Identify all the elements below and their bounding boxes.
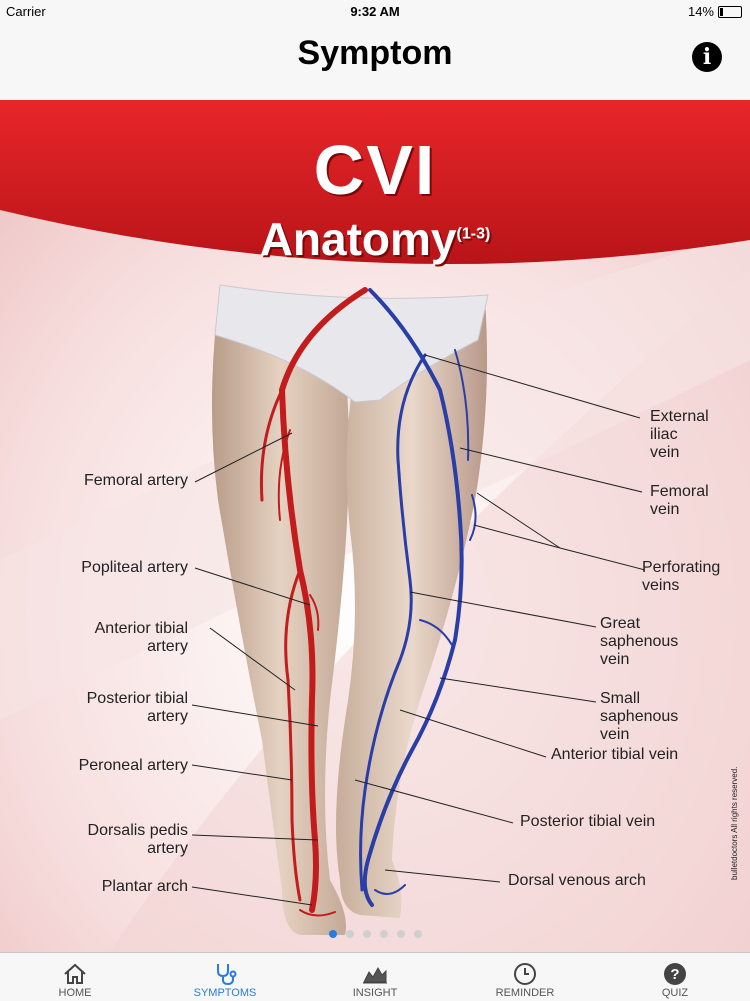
label-plantar-arch: Plantar arch [101, 878, 188, 895]
tab-quiz[interactable]: ? QUIZ [600, 953, 750, 1001]
question-icon: ? [663, 961, 687, 987]
status-bar: Carrier 9:32 AM 14% [0, 0, 750, 22]
clock-time: 9:32 AM [350, 4, 400, 19]
chart-icon [361, 961, 389, 987]
banner-subtitle-row: Anatomy(1-3) [0, 212, 750, 266]
label-small-saphenous-vein: Small saphenous vein [600, 690, 679, 743]
page-dot[interactable] [379, 930, 388, 938]
tab-reminder[interactable]: REMINDER [450, 953, 600, 1001]
page-dot[interactable] [362, 930, 371, 938]
label-anterior-tibial-artery: Anterior tibial artery [94, 620, 188, 655]
home-icon [62, 961, 88, 987]
tab-quiz-label: QUIZ [661, 987, 689, 999]
battery-icon [718, 5, 742, 18]
label-dorsal-venous-arch: Dorsal venous arch [508, 872, 646, 889]
tab-home-label: HOME [58, 987, 92, 999]
navigation-bar: Symptom i [0, 22, 750, 100]
info-icon[interactable]: i [692, 42, 722, 72]
banner-title: CVI [313, 131, 437, 209]
battery-percent: 14% [687, 4, 714, 19]
page-dot[interactable] [413, 930, 422, 938]
battery-status: 14% [688, 4, 742, 19]
label-popliteal-artery: Popliteal artery [81, 559, 188, 576]
page-title: Symptom [297, 34, 453, 72]
label-femoral-artery: Femoral artery [83, 472, 188, 489]
leg-anatomy-diagram [0, 100, 750, 952]
label-posterior-tibial-vein: Posterior tibial vein [520, 813, 656, 830]
page-dot[interactable] [396, 930, 405, 938]
tab-insight-label: INSIGHT [352, 987, 398, 999]
page-dot[interactable] [345, 930, 354, 938]
tab-bar: HOME SYMPTOMS INSIGHT REMINDER ? QUIZ [0, 952, 750, 1001]
label-anterior-tibial-vein: Anterior tibial vein [551, 746, 679, 763]
tab-symptoms-label: SYMPTOMS [193, 987, 257, 999]
label-femoral-vein: Femoral vein [650, 483, 709, 518]
stethoscope-icon [212, 961, 238, 987]
carrier-label: Carrier [6, 4, 46, 19]
anatomy-illustration: CVI Anatomy(1-3) Femoral artery Poplitea… [0, 100, 750, 952]
copyright-notice: bulletdoctors All rights reserved. [730, 766, 739, 880]
svg-text:?: ? [670, 966, 679, 983]
tab-insight[interactable]: INSIGHT [300, 953, 450, 1001]
banner-subtitle: Anatomy [259, 213, 457, 265]
clock-icon [513, 961, 537, 987]
page-indicator[interactable] [0, 930, 750, 940]
tab-reminder-label: REMINDER [495, 987, 555, 999]
label-posterior-tibial-artery: Posterior tibial artery [86, 690, 188, 725]
banner-superscript: (1-3) [456, 225, 491, 243]
label-perforating-veins: Perforating veins [642, 559, 721, 594]
label-dorsalis-pedis-artery: Dorsalis pedis artery [87, 822, 188, 857]
page-dot[interactable] [328, 930, 337, 938]
tab-symptoms[interactable]: SYMPTOMS [150, 953, 300, 1001]
label-great-saphenous-vein: Great saphenous vein [600, 615, 679, 668]
tab-home[interactable]: HOME [0, 953, 150, 1001]
label-peroneal-artery: Peroneal artery [78, 757, 188, 774]
label-external-iliac-vein: External iliac vein [650, 408, 709, 461]
